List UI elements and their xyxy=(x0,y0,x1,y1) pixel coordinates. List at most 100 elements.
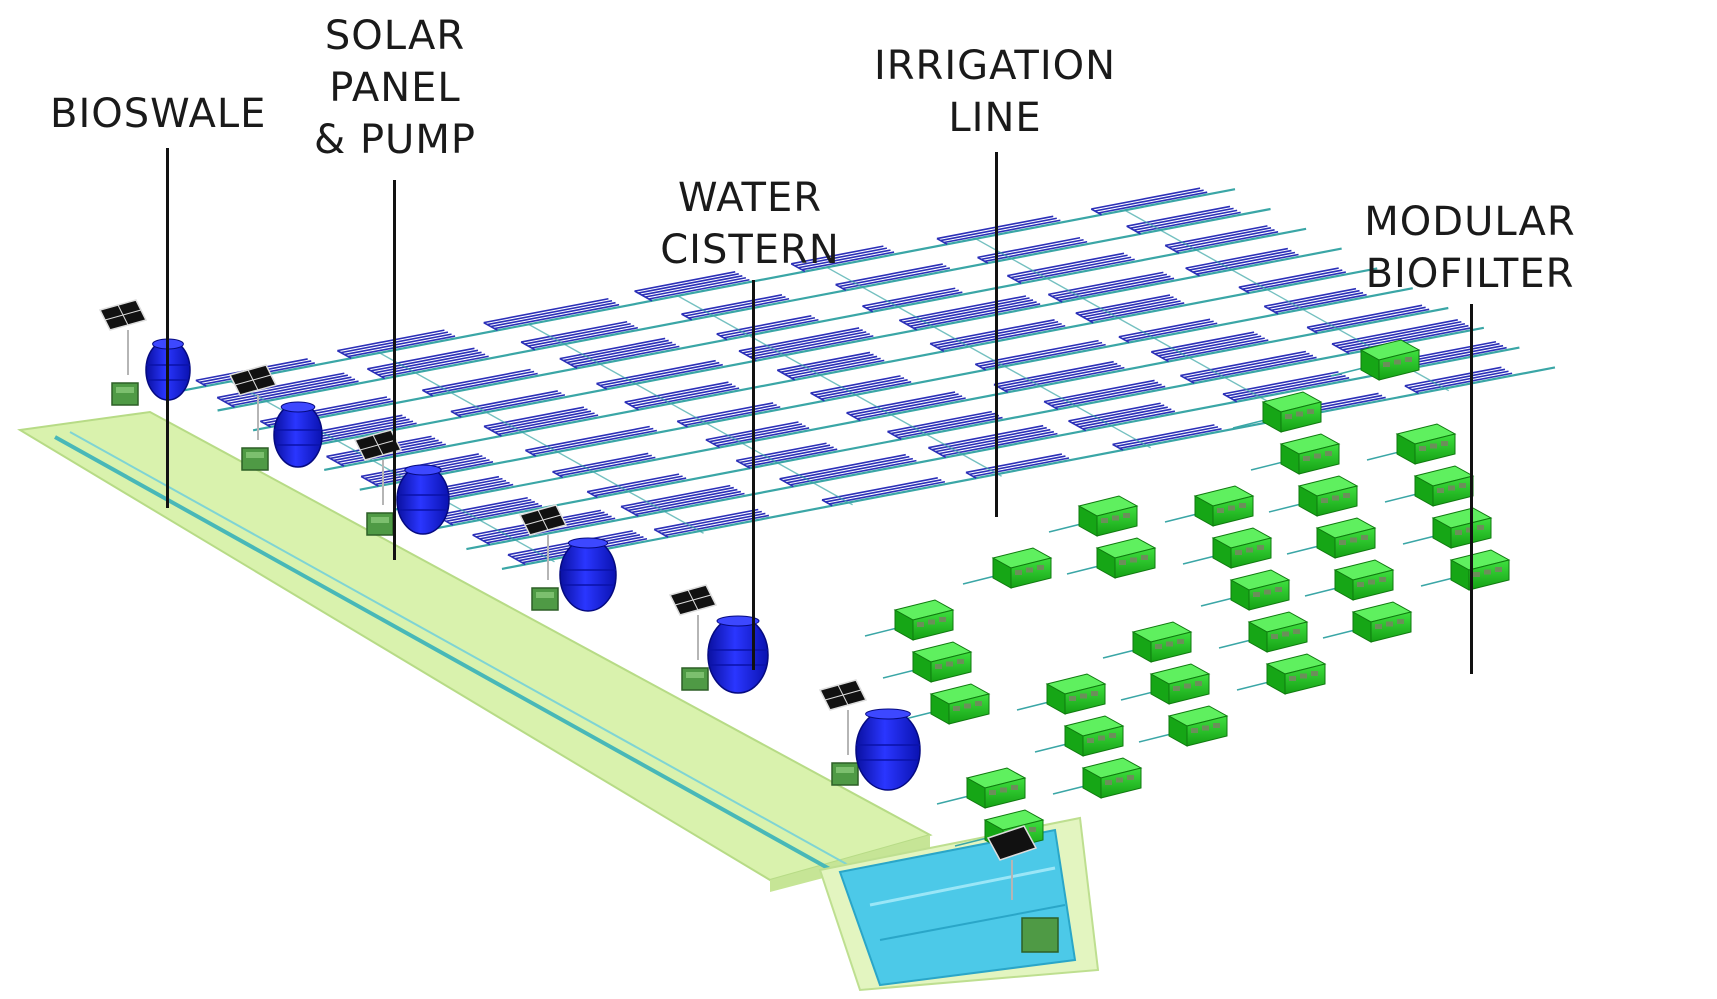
irrigation-pipe xyxy=(1137,211,1241,233)
irrigation-pipe xyxy=(794,247,888,267)
pump xyxy=(241,447,269,471)
irrigation-pipe xyxy=(798,249,891,269)
irrigation-pipe xyxy=(1264,287,1357,308)
irrigation-pipe xyxy=(869,291,963,311)
irrigation-pipe xyxy=(628,383,733,405)
irrigation-pipe xyxy=(1094,189,1204,212)
irrigation-pipe xyxy=(977,236,1081,259)
irrigation-pipe xyxy=(1071,404,1165,424)
irrigation-pipe xyxy=(1130,207,1234,229)
solar-panel xyxy=(986,825,1038,861)
pipe-riser xyxy=(1306,326,1318,334)
irrigation-pipe xyxy=(1404,366,1502,387)
pipe-riser xyxy=(634,290,653,302)
irrigation-pipe xyxy=(942,432,1058,457)
irrigation-pipe xyxy=(603,363,723,389)
cistern-label-line-1: WATER xyxy=(677,175,823,221)
irrigation-label: IRRIGATION LINE xyxy=(860,40,1130,144)
irrigation-pipe xyxy=(648,278,750,300)
pipe-riser xyxy=(862,305,874,313)
irrigation-pipe xyxy=(1238,267,1339,288)
solar-panel xyxy=(98,299,148,331)
pipe-riser xyxy=(965,471,977,479)
irrigation-pipe xyxy=(783,455,910,482)
pipe-riser xyxy=(716,333,728,341)
irrigation-pipe xyxy=(490,301,616,328)
irrigation-pipe xyxy=(1151,331,1255,353)
irrigation-pipe xyxy=(801,251,895,271)
irrigation-pipe xyxy=(220,374,349,401)
pipe-riser xyxy=(810,392,825,402)
irrigation-pipe xyxy=(657,510,762,533)
irrigation-pipe xyxy=(490,410,592,432)
biofilter-module xyxy=(1351,601,1413,643)
irrigation-pipe xyxy=(494,303,620,330)
irrigation-pipe xyxy=(821,381,912,400)
irrigation-pipe xyxy=(231,380,359,407)
irrigation-pipe xyxy=(1242,269,1343,290)
irrigation-pipe xyxy=(745,331,867,356)
irrigation-pipe xyxy=(559,456,656,477)
biofilter-module xyxy=(1297,475,1359,517)
modular-biofilter-field xyxy=(864,339,1511,851)
irrigation-pipe xyxy=(940,324,1066,351)
irrigation-pipe xyxy=(943,219,1061,244)
pipe-riser xyxy=(1222,393,1238,403)
irrigation-pipe xyxy=(450,390,558,413)
irrigation-pipe xyxy=(1196,253,1299,275)
pipe-riser xyxy=(483,321,498,332)
irrigation-pipe xyxy=(559,337,666,360)
irrigation-pipe xyxy=(709,423,803,443)
irrigation-pipe xyxy=(531,326,638,349)
irrigation-pipe xyxy=(627,488,738,512)
irrigation-pipe xyxy=(993,360,1114,386)
cistern-leader xyxy=(752,280,755,670)
irrigation-pipe xyxy=(217,372,345,399)
irrigation-pipe xyxy=(631,385,736,407)
irrigation-pipe xyxy=(442,500,535,521)
irrigation-pipe xyxy=(1154,333,1258,355)
pipe-riser xyxy=(326,455,345,467)
pipe-riser xyxy=(681,313,693,321)
irrigation-pipe xyxy=(532,429,657,456)
irrigation-pipe xyxy=(821,477,938,501)
irrigation-pipe xyxy=(849,393,959,416)
basin-equipment xyxy=(986,825,1059,953)
irrigation-pipe xyxy=(1082,410,1176,430)
connector-pipe xyxy=(528,323,853,506)
irrigation-pipe xyxy=(1158,335,1262,357)
irrigation-pipe xyxy=(716,315,812,335)
pipe-riser xyxy=(559,357,578,369)
pipe-riser xyxy=(483,425,502,437)
pipe-riser xyxy=(195,379,207,387)
pipe-riser xyxy=(1006,274,1022,285)
irrigation-pipe xyxy=(780,353,874,373)
pipe-riser xyxy=(525,449,537,457)
pipe-riser xyxy=(887,430,902,440)
pipe-riser xyxy=(472,534,491,546)
biofilter-module xyxy=(1413,465,1475,507)
irrigation-pipe xyxy=(716,427,810,447)
pipe-riser xyxy=(835,283,847,291)
irrigation-pipe xyxy=(1222,371,1339,395)
solar-pump-label: SOLAR PANEL & PUMP xyxy=(305,10,485,166)
irrigation-pipe xyxy=(1408,368,1506,389)
bioswale-label: BIOSWALE xyxy=(50,88,266,140)
biofilter-module xyxy=(1265,653,1327,695)
irrigation-pipe xyxy=(779,453,906,480)
pump xyxy=(1021,917,1059,953)
irrigation-pipe xyxy=(1051,273,1168,298)
pipe-riser xyxy=(1238,286,1250,294)
irrigation-pipe xyxy=(1048,271,1164,296)
main-pipe xyxy=(252,227,1307,432)
connector-pipe xyxy=(826,266,1152,449)
irrigation-pipe xyxy=(1190,356,1317,383)
pipe-riser xyxy=(1112,443,1124,451)
irrigation-pipe xyxy=(227,378,356,405)
irrigation-pipe xyxy=(972,457,1070,478)
pipe-riser xyxy=(1047,293,1063,303)
irrigation-pipe xyxy=(723,318,819,339)
pipe-riser xyxy=(821,499,833,507)
main-pipe xyxy=(181,188,1236,392)
biofilter-module xyxy=(929,683,991,725)
